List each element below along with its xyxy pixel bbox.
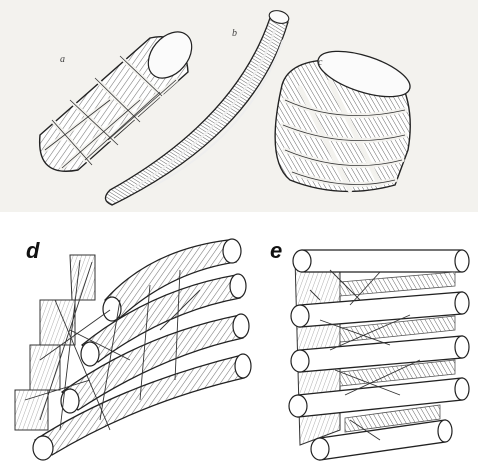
structure-d [15,239,251,460]
label-a: a [60,54,65,65]
label-c: c [318,57,322,68]
label-d: d [26,238,39,264]
label-e: e [270,238,282,264]
structure-c [275,42,415,191]
label-b: b [232,28,237,39]
structure-e [289,250,469,460]
